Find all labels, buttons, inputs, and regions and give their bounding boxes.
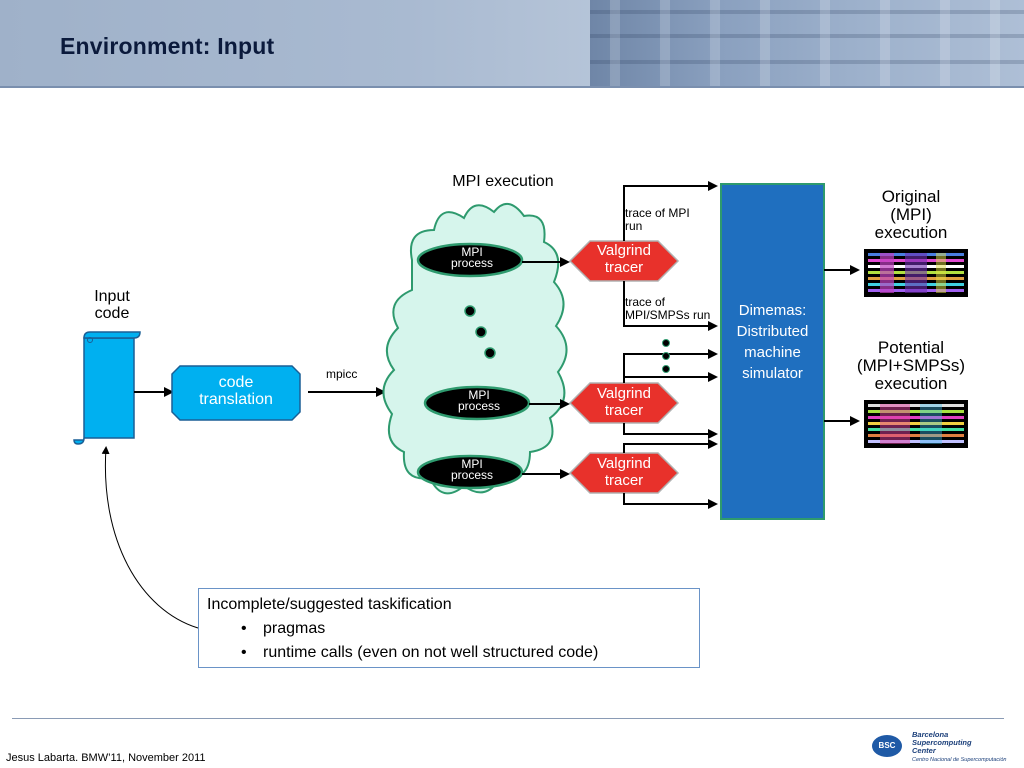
mpi-process-label: MPI process — [443, 388, 515, 414]
bullet-text: runtime calls (even on not well structur… — [263, 644, 599, 661]
mpi-process-label-line: MPI — [461, 457, 483, 471]
bsc-logo-text: Barcelona Supercomputing Center — [912, 731, 972, 755]
photo-column — [820, 0, 830, 86]
mpi-process-label: MPI process — [436, 457, 508, 483]
ellipsis-dot — [475, 326, 487, 338]
ellipsis-dot — [662, 339, 670, 347]
valgrind-tracer-label: Valgrind tracer — [580, 455, 668, 489]
logo-line: Center — [912, 745, 936, 755]
valgrind-label-line: tracer — [604, 401, 644, 419]
valgrind-tracer-box — [568, 382, 680, 424]
original-trace-thumbnail — [864, 249, 968, 297]
potential-execution-label: Potential (MPI+SMPSs) execution — [856, 338, 966, 393]
valgrind-label-line: Valgrind — [597, 242, 651, 259]
trace-connectors — [623, 181, 718, 509]
photo-column — [940, 0, 950, 86]
valgrind-label-line: Valgrind — [597, 455, 651, 472]
trace-smpss-label: trace of MPI/SMPSs run — [625, 295, 711, 323]
taskification-bullet: •pragmas — [241, 620, 326, 637]
footer-credit: Jesus Labarta. BMW’11, November 2011 — [6, 752, 206, 764]
bsc-logo-subtext: Centro Nacional de Supercomputación — [912, 757, 1007, 763]
dimemas-label: Dimemas: Distributed machine simulator — [736, 302, 809, 382]
valgrind-tracer-label: Valgrind tracer — [580, 242, 668, 276]
potential-trace-thumbnail — [864, 400, 968, 448]
ellipsis-dot — [464, 305, 476, 317]
mpi-process-label: MPI process — [436, 245, 508, 271]
input-code-label: Input code — [94, 288, 130, 322]
valgrind-label-line: tracer — [604, 258, 644, 276]
page-title: Environment: Input — [60, 33, 275, 59]
header-divider — [0, 86, 1024, 88]
mpi-process-label-line: process — [457, 399, 501, 414]
photo-beam — [590, 34, 1024, 38]
mpi-process-node — [416, 242, 524, 278]
mpi-process-node — [416, 454, 524, 490]
code-translation-label: code translation — [199, 374, 273, 408]
ellipsis-dot — [484, 347, 496, 359]
photo-column — [880, 0, 890, 86]
photo-beam — [590, 60, 1024, 64]
valgrind-label-line: tracer — [604, 471, 644, 489]
valgrind-tracer-box — [568, 452, 680, 494]
logo-line: Supercomputing — [912, 737, 972, 747]
footer-divider — [12, 718, 1004, 719]
bsc-logo-icon: BSC — [872, 735, 902, 757]
photo-column — [760, 0, 770, 86]
mpi-execution-label: MPI execution — [452, 173, 554, 190]
valgrind-tracer-box — [568, 240, 680, 282]
taskification-box: Incomplete/suggested taskification •prag… — [198, 588, 700, 668]
ellipsis-dot — [662, 352, 670, 360]
mpicc-label: mpicc — [326, 367, 358, 381]
mpi-process-label-line: MPI — [468, 388, 490, 402]
logo-line: Barcelona — [912, 730, 949, 739]
feedback-arrow — [101, 446, 199, 629]
mpi-execution-cloud — [382, 203, 568, 495]
valgrind-tracer-label: Valgrind tracer — [580, 385, 668, 419]
dimemas-box — [720, 183, 825, 520]
taskification-bullet: •runtime calls (even on not well structu… — [241, 644, 599, 661]
code-translation-box — [171, 365, 301, 421]
original-execution-label: Original (MPI) execution — [874, 187, 948, 242]
slide-header: Environment: Input — [0, 0, 1024, 86]
photo-column — [710, 0, 720, 86]
valgrind-label-line: Valgrind — [597, 385, 651, 402]
photo-column — [610, 0, 620, 86]
input-code-scroll-icon — [73, 331, 141, 445]
photo-column — [660, 0, 670, 86]
mpi-process-label-line: MPI — [461, 245, 483, 259]
mpi-process-label-line: process — [450, 256, 494, 271]
taskification-title: Incomplete/suggested taskification — [207, 596, 452, 613]
bullet-text: pragmas — [263, 620, 326, 637]
photo-column — [990, 0, 1000, 86]
mpi-process-label-line: process — [450, 468, 494, 483]
header-photo — [590, 0, 1024, 86]
ellipsis-dot — [662, 365, 670, 373]
photo-beam — [590, 10, 1024, 14]
trace-mpi-label: trace of MPI run — [625, 206, 690, 234]
